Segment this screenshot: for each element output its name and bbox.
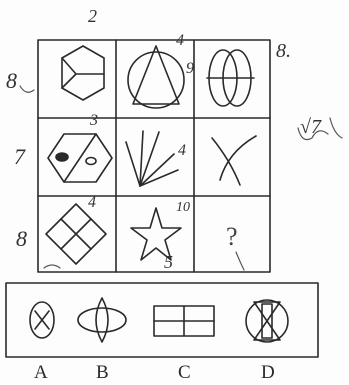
option-a-label: A bbox=[34, 362, 48, 384]
figure-five-point-star bbox=[131, 208, 181, 260]
option-d-label: D bbox=[261, 362, 275, 384]
pencil-mark-right-tail bbox=[330, 118, 342, 138]
option-c-figure bbox=[154, 306, 214, 336]
option-b-figure bbox=[78, 298, 126, 342]
option-a-figure bbox=[30, 302, 54, 338]
handwritten-cell12-top: 4 bbox=[176, 32, 184, 50]
pencil-mark-question bbox=[236, 252, 244, 270]
option-c-label: C bbox=[178, 362, 191, 384]
option-d-figure bbox=[246, 300, 288, 342]
handwritten-row1-right: 8. bbox=[276, 40, 291, 63]
figure-triangle-in-circle bbox=[128, 46, 184, 108]
handwritten-cell32-bottom: 5 bbox=[164, 252, 173, 273]
pencil-mark-row3 bbox=[44, 265, 60, 268]
handwritten-row2-left: 7 bbox=[14, 144, 25, 170]
handwritten-cell32-right: 10 bbox=[176, 200, 190, 216]
figure-diamond-in-four bbox=[46, 204, 106, 264]
handwritten-cell22-right: 4 bbox=[178, 142, 186, 160]
handwritten-cell12-right: 9 bbox=[186, 60, 194, 78]
figure-two-interlocking-ovals bbox=[207, 50, 254, 106]
handwritten-top-number: 2 bbox=[88, 6, 97, 27]
figure-hexagon-cube bbox=[62, 46, 104, 100]
handwritten-cell31-top: 4 bbox=[88, 194, 96, 212]
pencil-mark-row1 bbox=[20, 86, 34, 92]
handwritten-row3-left: 8 bbox=[16, 226, 27, 252]
question-mark: ? bbox=[226, 222, 238, 252]
figure-crossing-curves bbox=[212, 136, 256, 185]
handwritten-right-note: √7 bbox=[300, 116, 321, 139]
option-b-label: B bbox=[96, 362, 109, 384]
figure-fan-of-lines bbox=[126, 131, 178, 186]
handwritten-cell21-top: 3 bbox=[90, 112, 98, 130]
figure-hexagon-with-dot bbox=[48, 134, 112, 182]
handwritten-row1-left: 8 bbox=[6, 68, 17, 94]
